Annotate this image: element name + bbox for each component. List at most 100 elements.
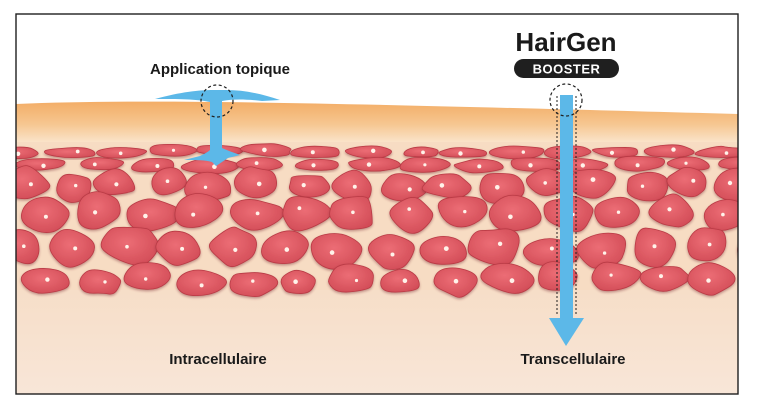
cell-nucleus [203, 185, 208, 189]
cell-nucleus [738, 161, 743, 166]
brand-name: HairGen [515, 27, 616, 57]
cell-nucleus [590, 177, 596, 183]
skin-cell [687, 227, 727, 262]
cell-nucleus [727, 180, 733, 186]
cell-nucleus [667, 207, 672, 212]
cell-nucleus [255, 211, 260, 216]
skin-cell [438, 147, 488, 158]
cell-nucleus [402, 278, 408, 284]
cell-nucleus [73, 246, 78, 251]
downward-arrow-icon [549, 318, 584, 346]
cell-nucleus [477, 164, 482, 169]
skin-cell [44, 147, 96, 159]
skin-cell [92, 168, 136, 195]
skin-cell [280, 269, 316, 294]
cell-nucleus [609, 273, 613, 277]
skin-cell [713, 167, 738, 202]
cell-nucleus [580, 163, 585, 168]
cell-nucleus [640, 184, 645, 188]
cell-nucleus [114, 182, 119, 187]
cell-nucleus [521, 150, 525, 154]
skin-cell [344, 145, 392, 159]
skin-cell [21, 196, 70, 233]
cell-nucleus [495, 185, 500, 190]
cell-nucleus [423, 163, 427, 167]
cell-nucleus [251, 279, 255, 283]
cell-nucleus [543, 181, 547, 185]
skin-cell [176, 269, 227, 297]
skin-cell [643, 144, 695, 158]
skin-cell [261, 230, 309, 265]
cell-nucleus [74, 183, 78, 188]
skin-cell [282, 196, 333, 232]
skin-cell [234, 166, 278, 199]
diagram-frame [15, 13, 739, 395]
cell-nucleus [602, 251, 607, 255]
skin-cell [123, 262, 171, 290]
skin-cell [229, 272, 279, 297]
skin-cell [488, 194, 542, 232]
skin-cell [77, 191, 121, 230]
skin-cell [744, 265, 757, 292]
cell-nucleus [497, 241, 503, 246]
cell-nucleus [508, 214, 513, 220]
cell-nucleus [463, 209, 467, 214]
cell-nucleus [125, 244, 129, 249]
cell-nucleus [371, 148, 376, 153]
skin-cell [591, 147, 638, 158]
cell-nucleus [528, 163, 533, 168]
cell-nucleus [93, 210, 98, 215]
skin-cell [290, 145, 340, 158]
cell-nucleus [439, 183, 445, 188]
cell-nucleus [616, 210, 621, 214]
hairgen-logo: HairGen BOOSTER [514, 27, 619, 78]
skin-cell [403, 146, 439, 158]
cell-nucleus [118, 151, 123, 156]
cell-nucleus [28, 182, 33, 187]
cell-nucleus [659, 274, 663, 279]
skin-cell [703, 199, 738, 231]
skin-cell [310, 233, 363, 270]
skin-cell [614, 155, 666, 172]
skin-cell [294, 158, 339, 171]
cell-nucleus [549, 246, 554, 251]
cell-nucleus [351, 210, 355, 215]
cell-nucleus [671, 147, 676, 152]
cell-nucleus [453, 278, 459, 284]
booster-badge [514, 59, 619, 78]
skin-cell [380, 269, 420, 293]
cell-nucleus [43, 214, 48, 219]
brand-badge-text: BOOSTER [533, 62, 601, 77]
cell-nucleus [199, 283, 204, 288]
skin-cell [576, 232, 627, 269]
cell-nucleus [443, 246, 449, 252]
cell-nucleus [165, 179, 170, 183]
skin-cell [488, 145, 545, 160]
skin-cell [666, 156, 710, 171]
skin-cell [666, 167, 707, 198]
cell-nucleus [171, 148, 176, 152]
cell-nucleus [329, 250, 335, 255]
skin-cell [591, 261, 642, 292]
skin-cell [737, 244, 738, 256]
cell-nucleus [310, 150, 315, 155]
skin-cell [288, 175, 331, 198]
cell-nucleus [191, 212, 196, 217]
skin-cell [368, 234, 415, 270]
cell-nucleus [75, 149, 80, 154]
cell-nucleus [421, 150, 425, 155]
cell-nucleus [103, 280, 107, 284]
transcellular-arrow [549, 95, 584, 346]
skin-cell [510, 157, 563, 172]
cell-nucleus [707, 242, 712, 247]
skin-cell [348, 156, 401, 172]
skin-cell [718, 156, 738, 171]
skin-cell [419, 235, 467, 265]
skin-cell [626, 171, 669, 202]
skin-cell [480, 262, 535, 294]
skin-cell [80, 157, 125, 171]
cell-nucleus [180, 246, 185, 251]
cell-nucleus [354, 278, 359, 283]
cell-nucleus [706, 278, 711, 283]
